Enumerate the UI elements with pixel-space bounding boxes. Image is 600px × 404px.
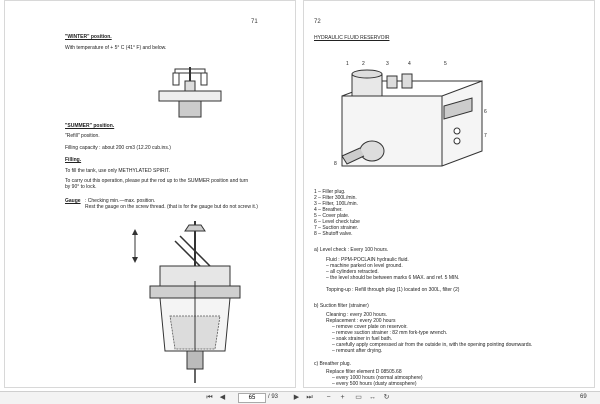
level-check-line: – all cylinders retracted. [326,269,379,275]
rotate-icon[interactable]: ↻ [383,394,390,401]
legend-item: 5 – Cover plate. [314,213,350,219]
winter-text: With temperature of + 5° C (41° F) and b… [65,45,167,51]
carry-out-text-1: To carry out this operation, please put … [65,178,249,184]
callout-6: 6 [484,109,487,115]
carry-out-text-2: by 90° to lock. [65,184,97,190]
callout-7: 7 [484,133,487,139]
pdf-viewer-toolbar: ⏮ ◀ 65 / 93 ▶ ⏭ − + ▭ ↔ ↻ 69 [0,391,600,404]
page-title: HYDRAULIC FLUID RESERVOIR [314,35,390,41]
suction-filter-line: – remove cover plate on reservoir. [332,324,408,330]
suction-filter-line: – remove suction strainer : 82 mm fork-t… [332,330,448,336]
next-page-icon[interactable]: ▶ [293,394,300,401]
callout-1: 1 [346,61,349,67]
level-check-line: – the level should be between marks 6 MA… [326,275,460,281]
filling-capacity-text: Filling capacity : about 200 cm3 (12.20 … [65,145,171,151]
topping-up-text: Topping-up : Refill through plug (1) loc… [326,287,460,293]
filter-gauge-diagram [132,221,241,383]
winter-position-diagram [158,67,222,118]
fit-page-icon[interactable]: ▭ [355,394,362,401]
suction-filter-line: Cleaning : every 200 hours. [326,312,388,318]
total-pages: / 93 [268,394,279,400]
callout-4: 4 [408,61,411,67]
gauge-text-1: : Checking min.—max. position. [85,198,156,204]
legend-item: 3 – Filter, 100L/min. [314,201,358,207]
document-page-left: 71 "WINTER" position. With temperature o… [4,0,296,388]
filling-heading: Filling. [65,157,82,163]
legend-item: 6 – Level check tube [314,219,360,225]
document-page-right: 72 HYDRAULIC FLUID RESERVOIR 1 2 3 4 5 6… [303,0,595,388]
gauge-label: Gauge [65,198,81,204]
breather-plug-heading: c) Breather plug. [314,361,351,367]
filling-text: To fill the tank, use only METHYLATED SP… [65,168,170,174]
page-number: 72 [314,19,321,25]
breather-plug-line: – every 1000 hours (normal atmosphere) [332,375,423,381]
legend-item: 1 – Filler plug. [314,189,346,195]
suction-filter-line: – carefully apply compressed air from th… [332,342,533,348]
callout-2: 2 [362,61,365,67]
level-check-heading: a) Level check : Every 100 hours. [314,247,389,253]
zoom-out-icon[interactable]: − [326,394,331,401]
gauge-text-2: Rest the gauge on the screw thread. (tha… [85,204,258,210]
breather-plug-line: – every 500 hours (dusty atmosphere) [332,381,417,387]
last-page-icon[interactable]: ⏭ [306,394,313,401]
zoom-in-icon[interactable]: + [340,394,345,401]
callout-5: 5 [444,61,447,67]
suction-filter-line: Replacement : every 200 hours [326,318,396,324]
breather-plug-line: Replace filter element D 08505.68 [326,369,402,375]
page-number: 71 [251,19,258,25]
summer-heading: "SUMMER" position. [65,123,115,129]
legend-item: 7 – Suction strainer. [314,225,359,231]
hydraulic-reservoir-diagram [341,69,483,167]
summer-refill-text: "Refill" position. [65,133,100,139]
previous-page-icon[interactable]: ◀ [219,394,226,401]
legend-item: 4 – Breather. [314,207,343,213]
fit-width-icon[interactable]: ↔ [369,394,376,401]
legend-item: 2 – Filter 300L/min. [314,195,357,201]
suction-filter-line: – soak strainer in fuel bath. [332,336,393,342]
first-page-icon[interactable]: ⏮ [206,394,213,401]
page-number-input[interactable]: 65 [238,393,266,403]
level-check-line: – machine parked on level ground. [326,263,403,269]
winter-heading: "WINTER" position. [65,34,112,40]
level-check-line: Fluid : PPM-POCLAIN hydraulic fluid. [326,257,409,263]
suction-filter-heading: b) Suction filter (strainer) [314,303,369,309]
callout-8: 8 [334,161,337,167]
legend-item: 8 – Shutoff valve. [314,231,353,237]
suction-filter-line: – remount after drying. [332,348,383,354]
callout-3: 3 [386,61,389,67]
zoom-level[interactable]: 69 [580,394,587,400]
